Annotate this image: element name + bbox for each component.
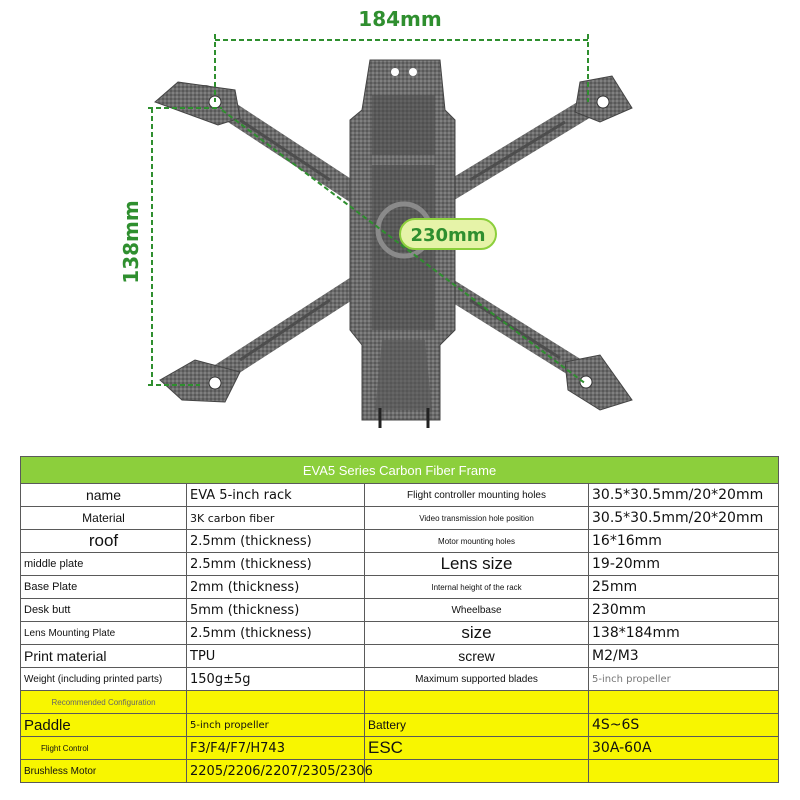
spec-value: 30.5*30.5mm/20*20mm: [587, 483, 780, 507]
spec-label: Material: [20, 506, 187, 530]
spec-value: 30A-60A: [587, 736, 780, 760]
spec-label: name: [20, 483, 187, 507]
spec-label: Motor mounting holes: [364, 529, 589, 553]
table-row: Weight (including printed parts) 150g±5g…: [20, 667, 780, 691]
spec-label: middle plate: [20, 552, 187, 576]
spec-label: screw: [364, 644, 589, 668]
spec-value: 138*184mm: [587, 621, 780, 645]
table-row: Base Plate 2mm (thickness) Internal heig…: [20, 575, 780, 599]
spec-value: M2/M3: [587, 644, 780, 668]
spec-value: 5mm (thickness): [186, 598, 365, 622]
spec-label: Flight Control: [20, 736, 187, 760]
table-row: Material 3K carbon fiber Video transmiss…: [20, 506, 780, 530]
table-row: Paddle 5-inch propeller Battery 4S~6S: [20, 713, 780, 737]
table-title: EVA5 Series Carbon Fiber Frame: [19, 456, 780, 484]
width-dimension-label: 184mm: [358, 7, 441, 31]
spec-label: Paddle: [20, 713, 187, 737]
table-row: name EVA 5-inch rack Flight controller m…: [20, 483, 780, 507]
spec-label: [364, 759, 589, 783]
spec-value: 5-inch propeller: [587, 667, 780, 691]
spec-label: Maximum supported blades: [364, 667, 589, 691]
spec-value: 19-20mm: [587, 552, 780, 576]
table-row: Flight Control F3/F4/F7/H743 ESC 30A-60A: [20, 736, 780, 760]
spec-value: F3/F4/F7/H743: [186, 736, 365, 760]
spec-value: 230mm: [587, 598, 780, 622]
table-row: Desk butt 5mm (thickness) Wheelbase 230m…: [20, 598, 780, 622]
spec-label: Base Plate: [20, 575, 187, 599]
spec-label: Weight (including printed parts): [20, 667, 187, 691]
table-row: Print material TPU screw M2/M3: [20, 644, 780, 668]
spec-value: 5-inch propeller: [186, 713, 365, 737]
spec-value: 2mm (thickness): [186, 575, 365, 599]
spec-label: Lens Mounting Plate: [20, 621, 187, 645]
spec-label: Wheelbase: [364, 598, 589, 622]
spec-label: Video transmission hole position: [364, 506, 589, 530]
spec-value: EVA 5-inch rack: [186, 483, 365, 507]
spec-value: 2205/2206/2207/2305/2306: [186, 759, 373, 783]
spec-value: 30.5*30.5mm/20*20mm: [587, 506, 780, 530]
spec-label: Desk butt: [20, 598, 187, 622]
spec-value: 3K carbon fiber: [186, 506, 365, 530]
spec-label: Print material: [20, 644, 187, 668]
spec-value: 4S~6S: [587, 713, 780, 737]
spec-label: roof: [20, 529, 187, 553]
spec-value: 16*16mm: [587, 529, 780, 553]
spec-label: Internal height of the rack: [364, 575, 589, 599]
spec-label: ESC: [364, 736, 589, 760]
spec-label: Flight controller mounting holes: [364, 483, 589, 507]
spec-label: Brushless Motor: [20, 759, 187, 783]
spec-label: Lens size: [364, 552, 589, 576]
diagonal-dimension-badge: 230mm: [399, 218, 497, 250]
spec-value: 2.5mm (thickness): [186, 529, 365, 553]
spec-label: size: [364, 621, 589, 645]
spec-value: [587, 759, 780, 783]
spec-value: 2.5mm (thickness): [186, 552, 365, 576]
frame-illustration: 184mm 138mm 230mm: [119, 7, 633, 428]
spec-value: 2.5mm (thickness): [186, 621, 365, 645]
spec-label: Battery: [364, 713, 589, 737]
spec-value: 25mm: [587, 575, 780, 599]
recommended-config-label: Recommended Configuration: [20, 690, 187, 714]
table-row: middle plate 2.5mm (thickness) Lens size…: [20, 552, 780, 576]
table-row: Recommended Configuration: [20, 690, 780, 714]
height-dimension-label: 138mm: [119, 200, 143, 283]
spec-table: EVA5 Series Carbon Fiber Frame name EVA …: [19, 456, 780, 783]
spec-value: TPU: [186, 644, 365, 668]
svg-text:230mm: 230mm: [410, 225, 485, 246]
table-row: Brushless Motor 2205/2206/2207/2305/2306: [20, 759, 780, 783]
spec-value: 150g±5g: [186, 667, 365, 691]
motor-mounts: [154, 75, 633, 411]
dimension-lines: [148, 34, 589, 386]
table-row: roof 2.5mm (thickness) Motor mounting ho…: [20, 529, 780, 553]
table-row: Lens Mounting Plate 2.5mm (thickness) si…: [20, 621, 780, 645]
